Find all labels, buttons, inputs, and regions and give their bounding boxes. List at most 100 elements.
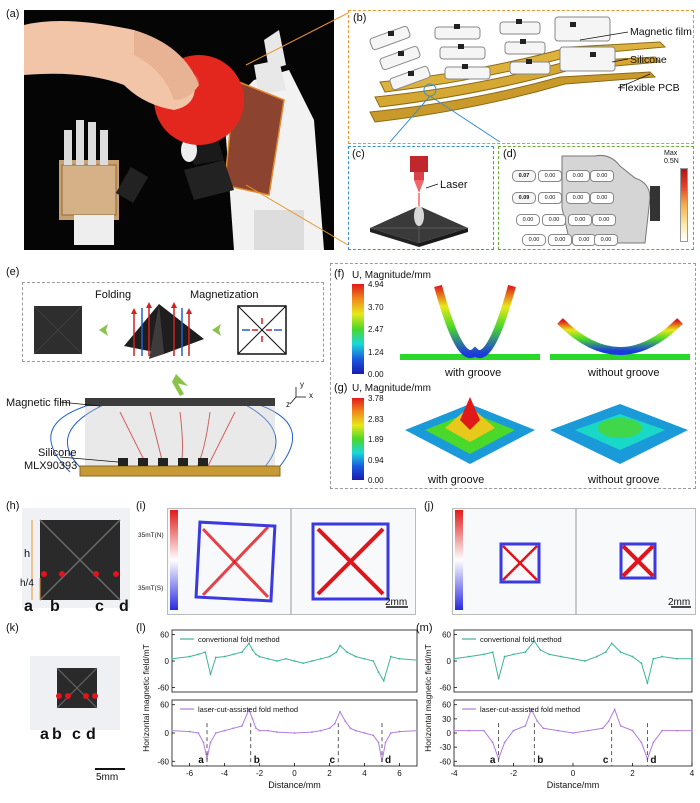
data-point: [595, 655, 598, 658]
data-point: [251, 717, 254, 720]
marker-label: c: [329, 755, 335, 766]
y-tick-label: 60: [160, 630, 169, 639]
point-d-k: d: [86, 726, 96, 743]
x-tick-label: 2: [630, 769, 635, 778]
sensor-cell: 0.00: [566, 192, 590, 204]
data-point: [209, 673, 212, 676]
data-point: [691, 657, 693, 660]
data-point: [293, 732, 296, 734]
y-tick-label: 60: [160, 701, 169, 710]
panel-label-e: (e): [6, 266, 20, 278]
data-point: [491, 741, 494, 744]
f-with-groove: with groove: [445, 367, 502, 379]
sensor-layer-diagram: [369, 16, 667, 142]
sensor-cell: 0.00: [568, 214, 592, 226]
data-point: [503, 741, 506, 744]
data-point: [354, 655, 357, 658]
sensor-cell: 0.00: [542, 214, 566, 226]
data-point: [214, 656, 217, 659]
robot-hand-photo: [24, 10, 334, 250]
data-point: [232, 727, 235, 730]
data-point: [258, 655, 261, 658]
data-point: [248, 642, 250, 645]
x-tick-label: 4: [362, 769, 367, 778]
data-point: [604, 651, 607, 654]
data-point: [584, 660, 586, 662]
j-scale-label: 2mm: [668, 597, 691, 608]
y-tick-label: 30: [442, 715, 451, 724]
magnetic-image-i: [167, 508, 416, 615]
data-point: [467, 655, 470, 658]
data-point: [607, 720, 610, 723]
i-south-label: 35mT(S): [138, 585, 164, 592]
data-point: [610, 642, 613, 645]
y-tick-label: 0: [165, 729, 170, 738]
sensor-cell: 0.00: [590, 170, 614, 182]
x-tick-label: -4: [450, 769, 458, 778]
sensor-cell: 0.00: [538, 170, 562, 182]
x-axis-label: Distance/mm: [268, 780, 321, 790]
laser-cut-diagram: [370, 156, 468, 247]
i-scale-label: 2mm: [385, 597, 408, 608]
legend-label: convertional fold method: [480, 635, 562, 644]
data-point: [646, 682, 649, 685]
x-tick-label: 0: [571, 769, 576, 778]
data-point: [284, 657, 287, 660]
data-point: [530, 708, 533, 711]
data-point: [202, 741, 205, 744]
data-point: [333, 722, 336, 725]
k-scale-bar: [95, 768, 125, 770]
marker-label: a: [198, 755, 204, 766]
panel-label-a: (a): [6, 8, 20, 20]
sensor-cell: 0.00: [590, 192, 614, 204]
data-point: [572, 657, 574, 660]
colorbar-max-label: Max: [664, 150, 678, 157]
marker-label: b: [537, 755, 543, 766]
magnetic-image-j: [452, 508, 696, 615]
data-point: [676, 729, 679, 732]
data-point: [652, 741, 655, 744]
axis-x-label: x: [309, 391, 313, 400]
colorbar-value-label: 0.5N: [664, 158, 679, 165]
data-point: [214, 732, 217, 734]
series-line-bottom: [454, 708, 692, 761]
label-silicone-b: Silicone: [630, 54, 667, 66]
data-point: [631, 729, 634, 732]
g-colorbar: [352, 398, 364, 480]
data-point: [640, 741, 643, 744]
data-point: [512, 729, 515, 732]
data-point: [389, 732, 392, 734]
data-point: [241, 725, 243, 727]
data-point: [661, 655, 664, 658]
sensor-cell: 0.00: [592, 214, 616, 226]
y-axis-label: Horizontal magnetic field/mT: [423, 644, 433, 752]
data-point: [335, 651, 338, 654]
data-point: [586, 729, 589, 732]
data-point: [503, 655, 506, 658]
data-point: [548, 653, 551, 656]
y-tick-label: -30: [439, 743, 451, 752]
data-point: [223, 729, 226, 732]
point-a-h: a: [24, 598, 33, 615]
panel-label-b: (b): [353, 12, 367, 24]
marker-label: d: [385, 755, 391, 766]
data-point: [372, 660, 375, 662]
panel-label-g: (g): [334, 382, 348, 394]
data-point: [631, 655, 634, 658]
data-point: [512, 653, 515, 656]
panel-label-j: (j): [424, 500, 434, 512]
x-tick-label: -6: [186, 769, 194, 778]
data-point: [363, 732, 366, 734]
data-point: [536, 720, 539, 723]
data-point: [232, 653, 235, 656]
data-point: [276, 731, 278, 733]
panel-label-h: (h): [6, 500, 20, 512]
folded-film-photo-h: [22, 508, 130, 608]
g-tick: 2.83: [368, 415, 384, 424]
data-point: [640, 662, 643, 665]
data-point: [661, 729, 664, 732]
data-point: [267, 657, 270, 660]
data-point: [258, 729, 261, 732]
label-flexible-pcb: Flexible PCB: [619, 82, 680, 94]
